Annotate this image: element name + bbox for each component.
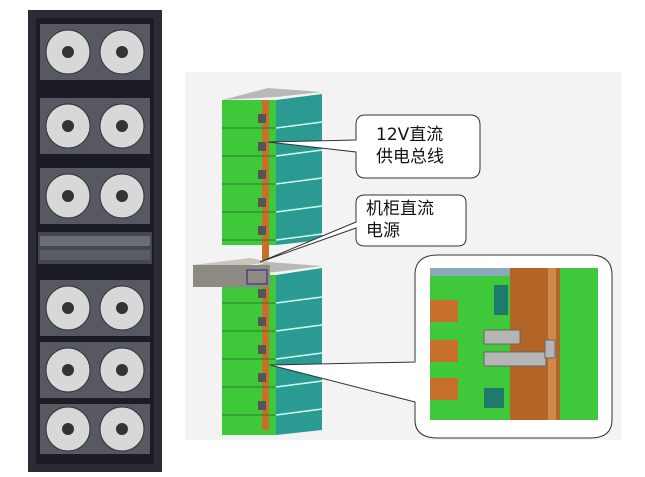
busbar-clip	[258, 226, 266, 235]
busbar-clip	[258, 345, 266, 354]
label-12v-dc-bus: 12V直流 供电总线	[376, 124, 444, 168]
lower-server-stack	[222, 262, 322, 435]
busbar-clip	[258, 170, 266, 179]
busbar-clip	[258, 114, 266, 123]
label-rack-dc-psu: 机柜直流 电源	[366, 198, 434, 242]
busbar-clip	[258, 142, 266, 151]
busbar-clip	[258, 289, 266, 298]
label-line: 机柜直流	[366, 199, 434, 219]
rack-cabinet	[28, 10, 162, 472]
callout-psu	[259, 194, 467, 263]
busbar-clip	[258, 401, 266, 410]
callout-bus	[267, 114, 481, 179]
dc-busbar	[262, 100, 269, 260]
upper-server-stack	[222, 88, 322, 260]
busbar-clip	[258, 317, 266, 326]
busbar-clip	[258, 198, 266, 207]
busbar-clip	[258, 373, 266, 382]
busbar-detail-image	[430, 268, 598, 420]
rack-dc-power-supply	[193, 258, 270, 287]
label-line: 电源	[366, 221, 400, 241]
label-line: 供电总线	[376, 147, 444, 167]
label-line: 12V直流	[376, 125, 444, 145]
